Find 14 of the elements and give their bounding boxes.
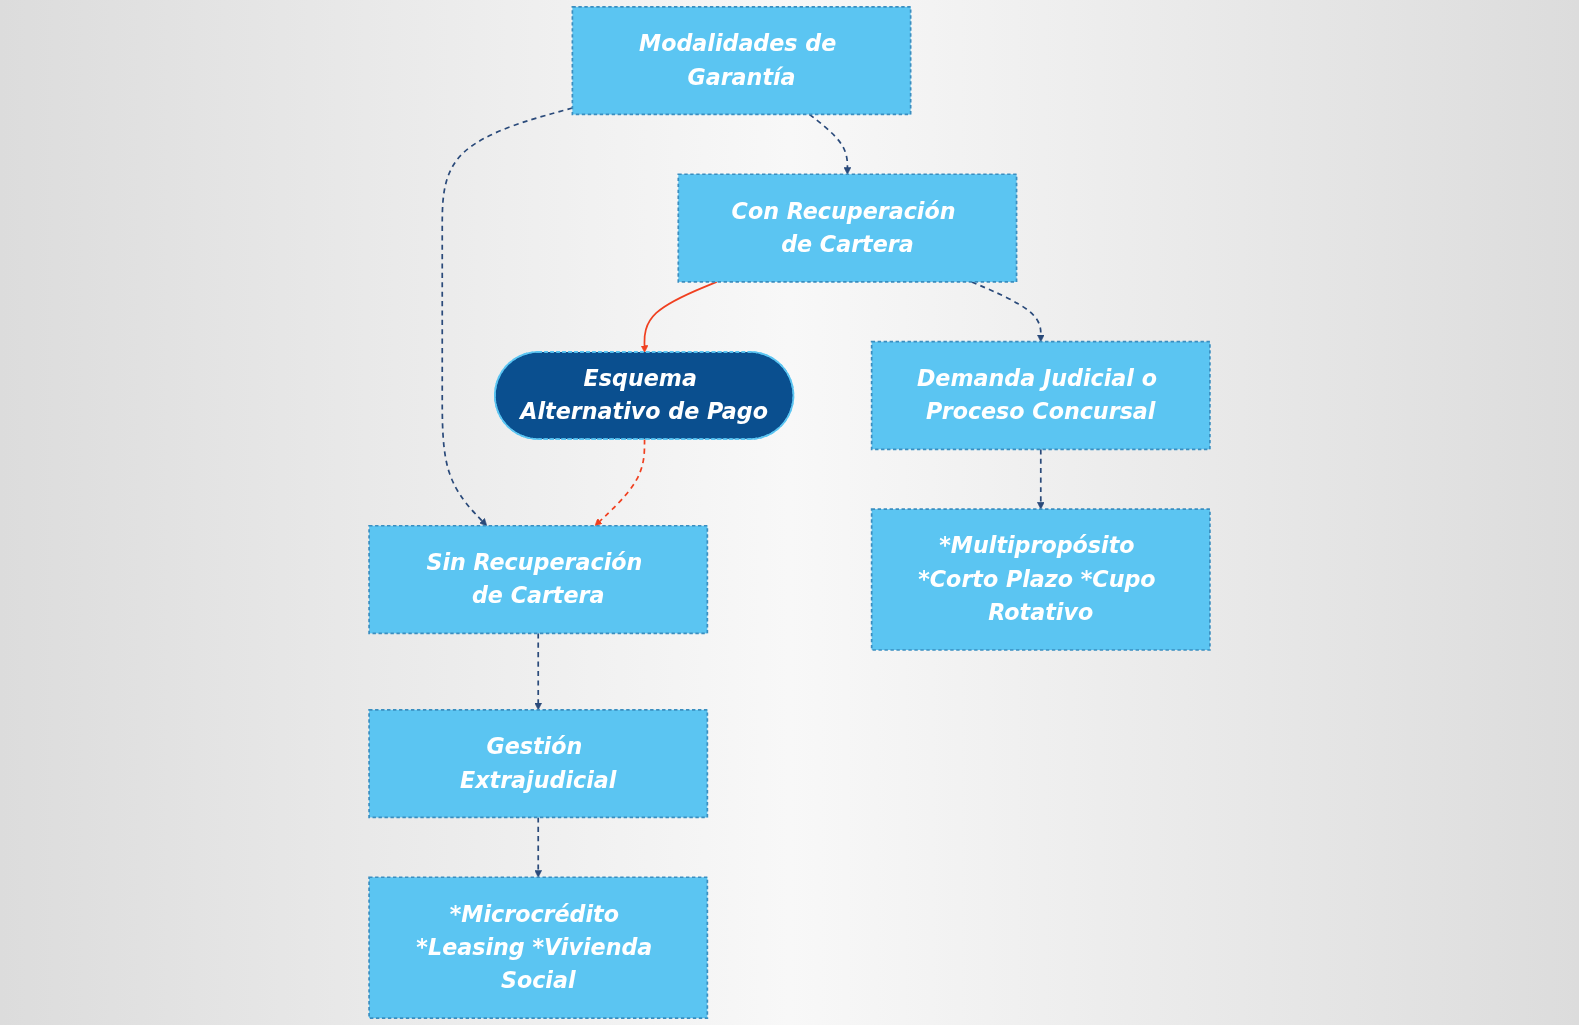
- node-box: *Multipropósito *Corto Plazo *Cupo Rotativo: [870, 508, 1211, 651]
- node-box: Demanda Judicial o Proceso Concursal: [870, 340, 1211, 451]
- arrow: [594, 438, 646, 527]
- node-box: Gestión Extrajudicial: [368, 708, 709, 819]
- arrow: [640, 281, 718, 353]
- arrow: [534, 632, 542, 711]
- node-box: Con Recuperación de Cartera: [677, 173, 1018, 283]
- arrow: [534, 816, 542, 878]
- node-box: Sin Recuperación de Cartera: [368, 524, 709, 635]
- arrow: [970, 281, 1045, 342]
- node-box: Modalidades de Garantía: [571, 5, 912, 116]
- arrow: [1037, 448, 1045, 510]
- arrow: [808, 113, 852, 175]
- node-box: *Microcrédito *Leasing *Vivienda Social: [368, 876, 709, 1020]
